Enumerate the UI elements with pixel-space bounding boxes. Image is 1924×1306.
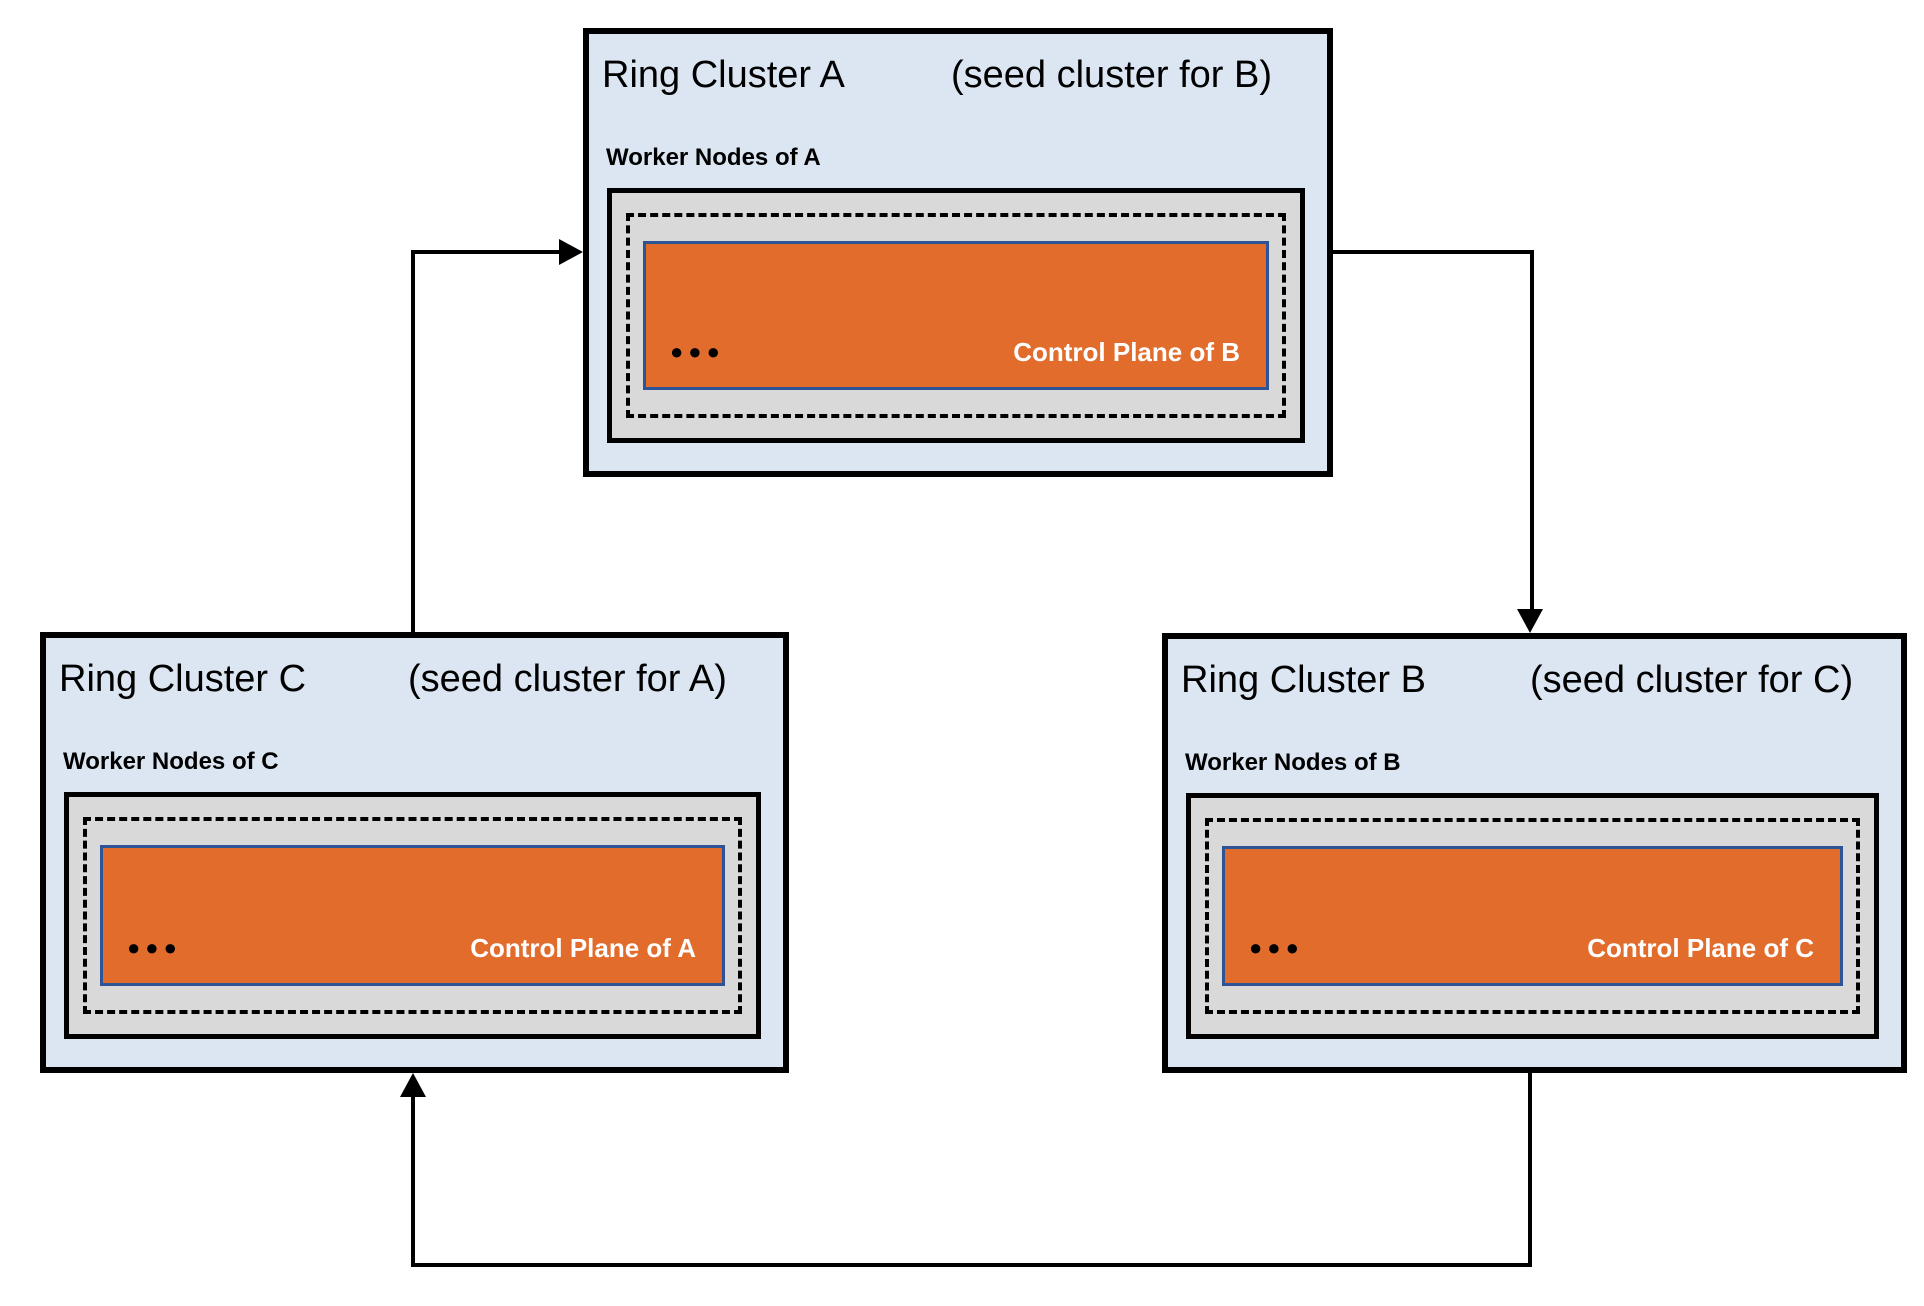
cluster-a-control-plane-label: Control Plane of B <box>1013 337 1240 367</box>
arrow-c-to-a-head-icon <box>559 239 583 265</box>
cluster-b-control-plane-box: ●●● Control Plane of C <box>1222 846 1843 986</box>
arrow-c-to-a-horizontal-line <box>411 250 561 254</box>
cluster-c-control-plane-box: ●●● Control Plane of A <box>100 845 725 986</box>
cluster-c-control-plane-label: Control Plane of A <box>470 933 696 963</box>
cluster-a-name: Ring Cluster A <box>602 54 845 96</box>
cluster-b-box: Ring Cluster B (seed cluster for C) Work… <box>1162 633 1907 1073</box>
cluster-a-worker-nodes-area: ●●● Control Plane of B <box>607 188 1305 443</box>
cluster-b-control-plane-label: Control Plane of C <box>1587 933 1814 963</box>
ellipsis-dots: ●●● <box>127 935 182 960</box>
cluster-c-worker-nodes-label: Worker Nodes of C <box>63 748 279 775</box>
arrow-b-to-c-horizontal-line <box>411 1263 1532 1267</box>
arrow-b-to-c-vertical-line-right <box>1528 1073 1532 1267</box>
arrow-a-to-b-vertical-line <box>1530 250 1534 611</box>
ellipsis-dots: ●●● <box>670 339 725 364</box>
cluster-a-box: Ring Cluster A (seed cluster for B) Work… <box>583 28 1333 477</box>
cluster-b-dashed-boundary: ●●● Control Plane of C <box>1205 818 1860 1014</box>
arrow-a-to-b-head-icon <box>1517 609 1543 633</box>
cluster-b-worker-nodes-label: Worker Nodes of B <box>1185 749 1401 776</box>
arrow-c-to-a-vertical-line <box>411 252 415 634</box>
cluster-a-worker-nodes-label: Worker Nodes of A <box>606 144 821 171</box>
cluster-c-worker-nodes-area: ●●● Control Plane of A <box>64 792 761 1039</box>
cluster-c-seed-note: (seed cluster for A) <box>408 658 727 700</box>
cluster-c-dashed-boundary: ●●● Control Plane of A <box>83 817 742 1014</box>
cluster-b-title: Ring Cluster B (seed cluster for C) <box>1181 659 1893 703</box>
arrow-b-to-c-head-icon <box>400 1073 426 1097</box>
cluster-a-dashed-boundary: ●●● Control Plane of B <box>626 213 1286 418</box>
ellipsis-dots: ●●● <box>1249 935 1304 960</box>
cluster-c-box: Ring Cluster C (seed cluster for A) Work… <box>40 632 789 1073</box>
cluster-a-control-plane-box: ●●● Control Plane of B <box>643 241 1269 390</box>
cluster-b-name: Ring Cluster B <box>1181 659 1426 701</box>
cluster-c-name: Ring Cluster C <box>59 658 307 700</box>
arrow-b-to-c-vertical-line-left <box>411 1095 415 1267</box>
cluster-b-worker-nodes-area: ●●● Control Plane of C <box>1186 793 1879 1039</box>
cluster-a-title: Ring Cluster A (seed cluster for B) <box>602 54 1319 98</box>
cluster-a-seed-note: (seed cluster for B) <box>951 54 1272 96</box>
arrow-a-to-b-horizontal-line <box>1333 250 1534 254</box>
cluster-c-title: Ring Cluster C (seed cluster for A) <box>59 658 775 702</box>
cluster-b-seed-note: (seed cluster for C) <box>1530 659 1854 701</box>
